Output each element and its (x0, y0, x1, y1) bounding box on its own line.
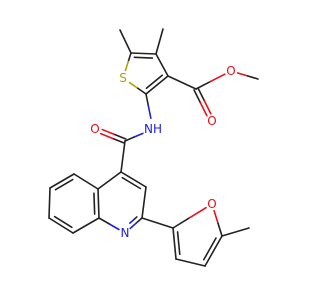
bond-q4-q3 (120, 171, 147, 188)
bond-n1-q8a (108, 222, 120, 231)
bond-f2-fO (188, 206, 207, 219)
bond-q2-n1 (135, 217, 143, 224)
thiophene-sulfur-label: S (119, 71, 127, 85)
bond-s1-c2 (136, 87, 147, 95)
bond-f5-f4-inner (202, 237, 217, 261)
quinoline-nitrogen-label: N (121, 226, 130, 240)
bond-c5-s1 (124, 60, 130, 72)
furan-oxygen-label: O (207, 197, 216, 211)
bond-cA-oA-second (99, 132, 114, 140)
bond-q5-q6 (49, 173, 75, 189)
bond-f2-fO (172, 217, 191, 229)
bond-q7-q8 (48, 217, 74, 234)
bond-q3-q2 (141, 186, 147, 219)
bond-f3-f2 (172, 227, 177, 260)
bond-q8-q8a (72, 217, 100, 234)
bond-q8a-q4a-inner (93, 192, 96, 215)
bond-cE-oE (195, 80, 212, 90)
bond-c3-c4 (155, 53, 169, 77)
bond-f4-f3 (175, 258, 206, 267)
ester-carbonyl-oxygen-label: O (207, 114, 216, 128)
bond-cA-oA (101, 128, 115, 136)
bond-q4a-q5 (73, 173, 99, 190)
atom-label-layer: S O O NH O N O (90, 64, 235, 240)
bond-layer (48, 28, 259, 267)
bond-q8a-q4a (97, 188, 100, 219)
bond-s1-c2 (128, 81, 139, 90)
bond-q4a-q4 (97, 171, 122, 190)
bond-c5-me1 (119, 29, 132, 54)
bond-q4-q3-inner (121, 176, 142, 190)
bond-nh-cA (133, 132, 144, 138)
bond-cE-oD (193, 89, 202, 104)
bond-cA-q4 (120, 140, 126, 173)
bond-c3-cE (167, 75, 197, 90)
ester-ether-oxygen-label: O (226, 64, 235, 78)
bond-c4-c5-inner (133, 56, 154, 59)
bond-q2-f2 (141, 217, 174, 229)
bond-oE-me3 (236, 72, 249, 77)
bond-c2-nh (147, 105, 152, 120)
bond-cA-oA-second (111, 137, 125, 144)
bond-c4-me2 (155, 28, 164, 55)
bond-cE-oD-second (203, 100, 212, 115)
bond-cE-oE (209, 73, 226, 83)
bond-oE-me3 (247, 75, 259, 80)
bond-c2-c3-inner (145, 74, 164, 90)
bond-c5-s1 (127, 52, 132, 63)
bond-c2-c3 (145, 75, 169, 95)
bond-fO-f5 (213, 209, 219, 225)
bond-c4-c5 (130, 52, 157, 55)
bond-f5-me4 (221, 227, 250, 237)
bond-q7-q8-inner (53, 215, 73, 229)
bond-cA-oA (113, 133, 127, 140)
bond-cE-oD (199, 102, 208, 117)
structure-diagram: S O O NH O N O (48, 28, 259, 267)
bond-n1-q8a (98, 217, 110, 225)
bond-cE-oD-second (197, 87, 206, 102)
bond-q2-n1 (129, 222, 137, 230)
bond-q6-q7 (48, 187, 51, 219)
bond-f3-f2-inner (176, 231, 181, 256)
amide-nh-label: NH (144, 122, 162, 136)
bond-c2-nh (145, 93, 150, 107)
molecule-canvas: S O O NH O N O (48, 28, 259, 267)
bond-fO-f5 (217, 222, 223, 237)
amide-oxygen-label: O (90, 122, 99, 136)
bond-q5-q6-inner (54, 178, 74, 191)
bond-q2-n1-inner (129, 219, 135, 224)
bond-f5-f4 (204, 235, 223, 267)
bond-nh-cA (124, 136, 135, 142)
